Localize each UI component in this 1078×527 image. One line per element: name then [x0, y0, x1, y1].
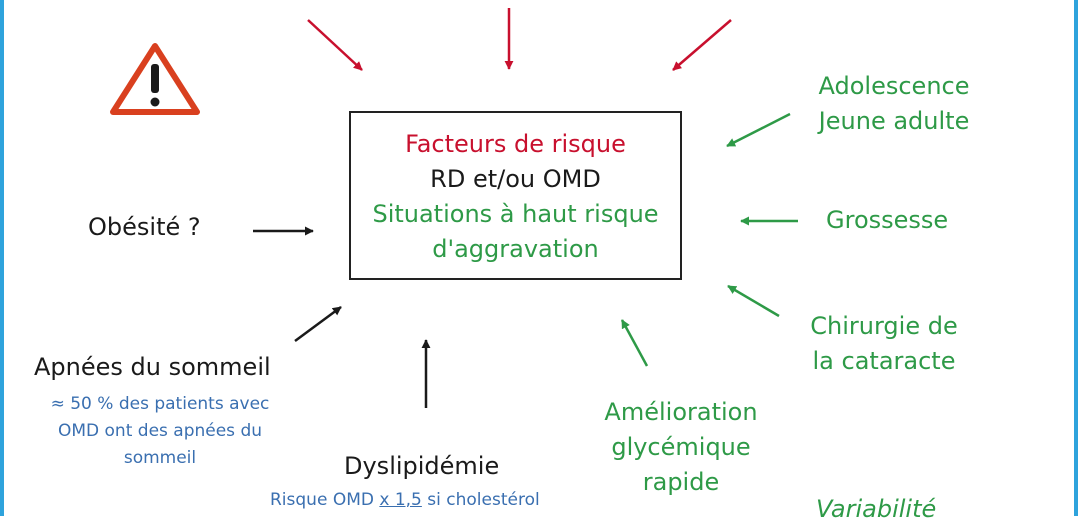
glycemic-line1: Amélioration: [604, 398, 758, 426]
variability-label: Variabilité: [816, 495, 937, 523]
frame-right-border: [1074, 0, 1078, 516]
apnea-note-line3: sommeil: [123, 448, 197, 468]
arrow-adolescence: [726, 112, 791, 148]
apnea-note-line1: ≈ 50 % des patients avec: [50, 394, 270, 414]
cataract-line1: Chirurgie de: [810, 312, 958, 340]
arrow-cataract: [727, 284, 780, 318]
warning-triangle-icon: [110, 43, 200, 115]
dyslipidemia-note-suffix: si cholestérol: [421, 490, 540, 510]
arrow-apnea: [294, 305, 342, 343]
arrows-layer: [110, 8, 798, 408]
dyslipidemia-title: Dyslipidémie: [344, 452, 500, 480]
apnea-note-line2: OMD ont des apnées du: [57, 421, 263, 441]
frame-left-border: [0, 0, 4, 516]
obesity-label: Obésité ?: [88, 213, 201, 241]
dyslipidemia-note: Risque OMD x 1,5 si cholestérol: [270, 487, 540, 514]
center-title: Facteurs de risque: [405, 130, 626, 158]
adolescence-line1: Adolescence: [818, 72, 970, 100]
dyslipidemia-note-factor: x 1,5: [379, 490, 422, 510]
glycemic-line3: rapide: [642, 468, 720, 496]
cataract-label: Chirurgie de la cataracte: [799, 309, 969, 379]
central-risk-box: Facteurs de risque RD et/ou OMD Situatio…: [349, 111, 682, 280]
glycemic-line2: glycémique: [611, 433, 751, 461]
apnea-note: ≈ 50 % des patients avec OMD ont des apn…: [20, 391, 300, 472]
adolescence-label: Adolescence Jeune adulte: [794, 69, 994, 139]
center-situations-line2: d'aggravation: [432, 235, 599, 263]
apnea-title: Apnées du sommeil: [34, 353, 271, 381]
adolescence-line2: Jeune adulte: [818, 107, 970, 135]
cataract-line2: la cataracte: [812, 347, 956, 375]
center-situations-line1: Situations à haut risque: [372, 200, 659, 228]
center-subtitle: RD et/ou OMD: [430, 165, 601, 193]
pregnancy-label: Grossesse: [826, 206, 949, 234]
glycemic-label: Amélioration glycémique rapide: [586, 395, 776, 500]
arrow-glycemic: [620, 319, 649, 367]
dyslipidemia-note-prefix: Risque OMD: [270, 490, 380, 510]
arrow-top-right: [672, 19, 732, 71]
arrow-top-left: [307, 19, 363, 71]
